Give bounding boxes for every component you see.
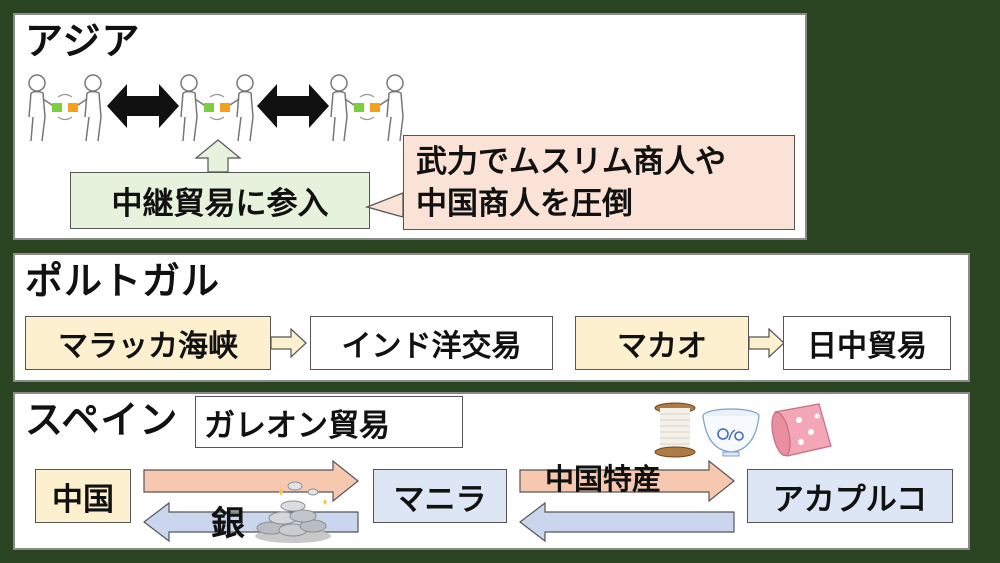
silk-roll-icon	[771, 403, 832, 457]
double-arrow-icon	[107, 84, 179, 128]
china-goods-label: 中国特産	[545, 462, 662, 496]
porcelain-cup-icon	[702, 408, 760, 457]
silver-label: 銀	[211, 504, 245, 544]
galleon-trade-box: ガレオン貿易	[195, 396, 463, 448]
pink-arrow-right	[143, 459, 359, 503]
spain-title: スペイン	[25, 398, 179, 442]
acapulco-box: アカプルコ	[747, 469, 953, 523]
portugal-panel: ポルトガル マラッカ海峡 インド洋交易 マカオ 日中貿易	[13, 253, 970, 382]
up-arrow-icon	[194, 139, 242, 173]
people-trading-icon	[180, 74, 254, 142]
callout-line-2: 中国商人を圧倒	[416, 185, 633, 222]
blue-arrow-left	[519, 501, 735, 543]
macao-box: マカオ	[575, 316, 749, 370]
people-trading-icon	[28, 74, 102, 142]
relay-trade-box: 中継貿易に参入	[70, 172, 370, 229]
pink-arrow-right	[519, 459, 735, 503]
indian-ocean-trade-box: インド洋交易	[310, 316, 553, 370]
right-arrow-icon	[748, 327, 785, 359]
china-box: 中国	[35, 469, 131, 523]
malacca-box: マラッカ海峡	[25, 316, 271, 370]
callout-pointer	[364, 192, 404, 218]
thread-spool-icon	[654, 402, 696, 458]
silver-coins-icon	[255, 481, 331, 543]
manila-box: マニラ	[373, 469, 507, 523]
japan-china-trade-box: 日中貿易	[783, 316, 951, 370]
double-arrow-icon	[257, 84, 329, 128]
asia-panel: アジア	[13, 13, 807, 240]
asia-title: アジア	[25, 19, 141, 63]
right-arrow-icon	[270, 327, 307, 359]
people-trading-icon	[330, 74, 404, 142]
spain-panel: スペイン ガレオン貿易 中国	[13, 392, 970, 550]
callout-box: 武力でムスリム商人や 中国商人を圧倒	[403, 135, 795, 230]
callout-line-1: 武力でムスリム商人や	[416, 143, 726, 180]
portugal-title: ポルトガル	[25, 259, 221, 303]
